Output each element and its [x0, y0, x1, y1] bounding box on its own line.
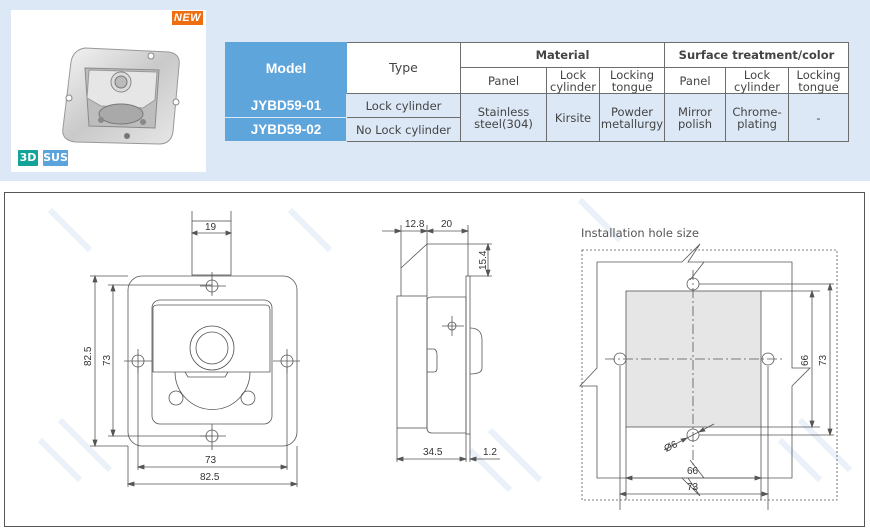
new-badge: NEW [172, 11, 203, 25]
surface-locking-tongue-cell: - [788, 93, 849, 142]
table-row: JYBD59-02 No Lock cylinder [225, 117, 849, 142]
product-photo-panel: NEW 3D SUS [11, 10, 206, 172]
front-view-drawing: 19 82.5 73 73 82.5 [83, 211, 300, 487]
tag-3d: 3D [18, 150, 38, 166]
type-cell: No Lock cylinder [346, 117, 461, 142]
header-surface: Surface treatment/color [664, 42, 849, 68]
header-material-panel: Panel [460, 67, 547, 94]
dim-side-offset: 15.4 [478, 250, 489, 270]
header-surface-lock-cylinder: Lock cylinder [725, 67, 789, 94]
header-material-locking-tongue: Locking tongue [599, 67, 665, 94]
dim-side-thickness: 1.2 [483, 447, 497, 458]
spec-table: Model Type Material Surface treatment/co… [225, 42, 849, 142]
dim-hole-pitch-height: 73 [818, 354, 829, 366]
header-model: Model [225, 42, 347, 94]
tag-sus: SUS [43, 150, 68, 166]
dim-cutout-width: 66 [687, 466, 699, 477]
dim-tongue-width: 19 [205, 222, 217, 233]
dim-hole-width: 73 [205, 455, 217, 466]
dim-outer-width: 82.5 [200, 472, 220, 483]
model-cell: JYBD59-01 [225, 93, 347, 118]
material-lock-cylinder-cell: Kirsite [546, 93, 600, 142]
dim-side-b: 20 [441, 219, 453, 230]
model-cell: JYBD59-02 [225, 117, 347, 142]
dim-hole-pitch-width: 73 [687, 482, 699, 493]
side-view-drawing: 12.8 20 15.4 34.5 1.2 [382, 219, 500, 462]
header-type: Type [346, 42, 461, 94]
material-locking-tongue-cell: Powder metallurgy [599, 93, 665, 142]
dim-hole-diameter: Ø6 [663, 439, 680, 455]
material-panel-cell: Stainless steel(304) [460, 93, 547, 142]
surface-lock-cylinder-cell: Chrome-plating [725, 93, 789, 142]
installation-hole-label: Installation hole size [581, 226, 699, 240]
dim-outer-height: 82.5 [83, 346, 94, 366]
dim-hole-height: 73 [102, 354, 113, 366]
dim-cutout-height: 66 [800, 354, 811, 366]
header-material: Material [460, 42, 665, 68]
header-surface-locking-tongue: Locking tongue [788, 67, 849, 94]
header-surface-panel: Panel [664, 67, 726, 94]
installation-hole-drawing: 66 73 66 73 Ø6 [579, 243, 838, 510]
type-cell: Lock cylinder [346, 93, 461, 118]
surface-panel-cell: Mirror polish [664, 93, 726, 142]
dim-side-depth: 34.5 [423, 447, 443, 458]
header-material-lock-cylinder: Lock cylinder [546, 67, 600, 94]
product-photo [62, 47, 180, 145]
dim-side-a: 12.8 [405, 219, 425, 230]
table-row: JYBD59-01 Lock cylinder Stainless steel(… [225, 93, 849, 142]
